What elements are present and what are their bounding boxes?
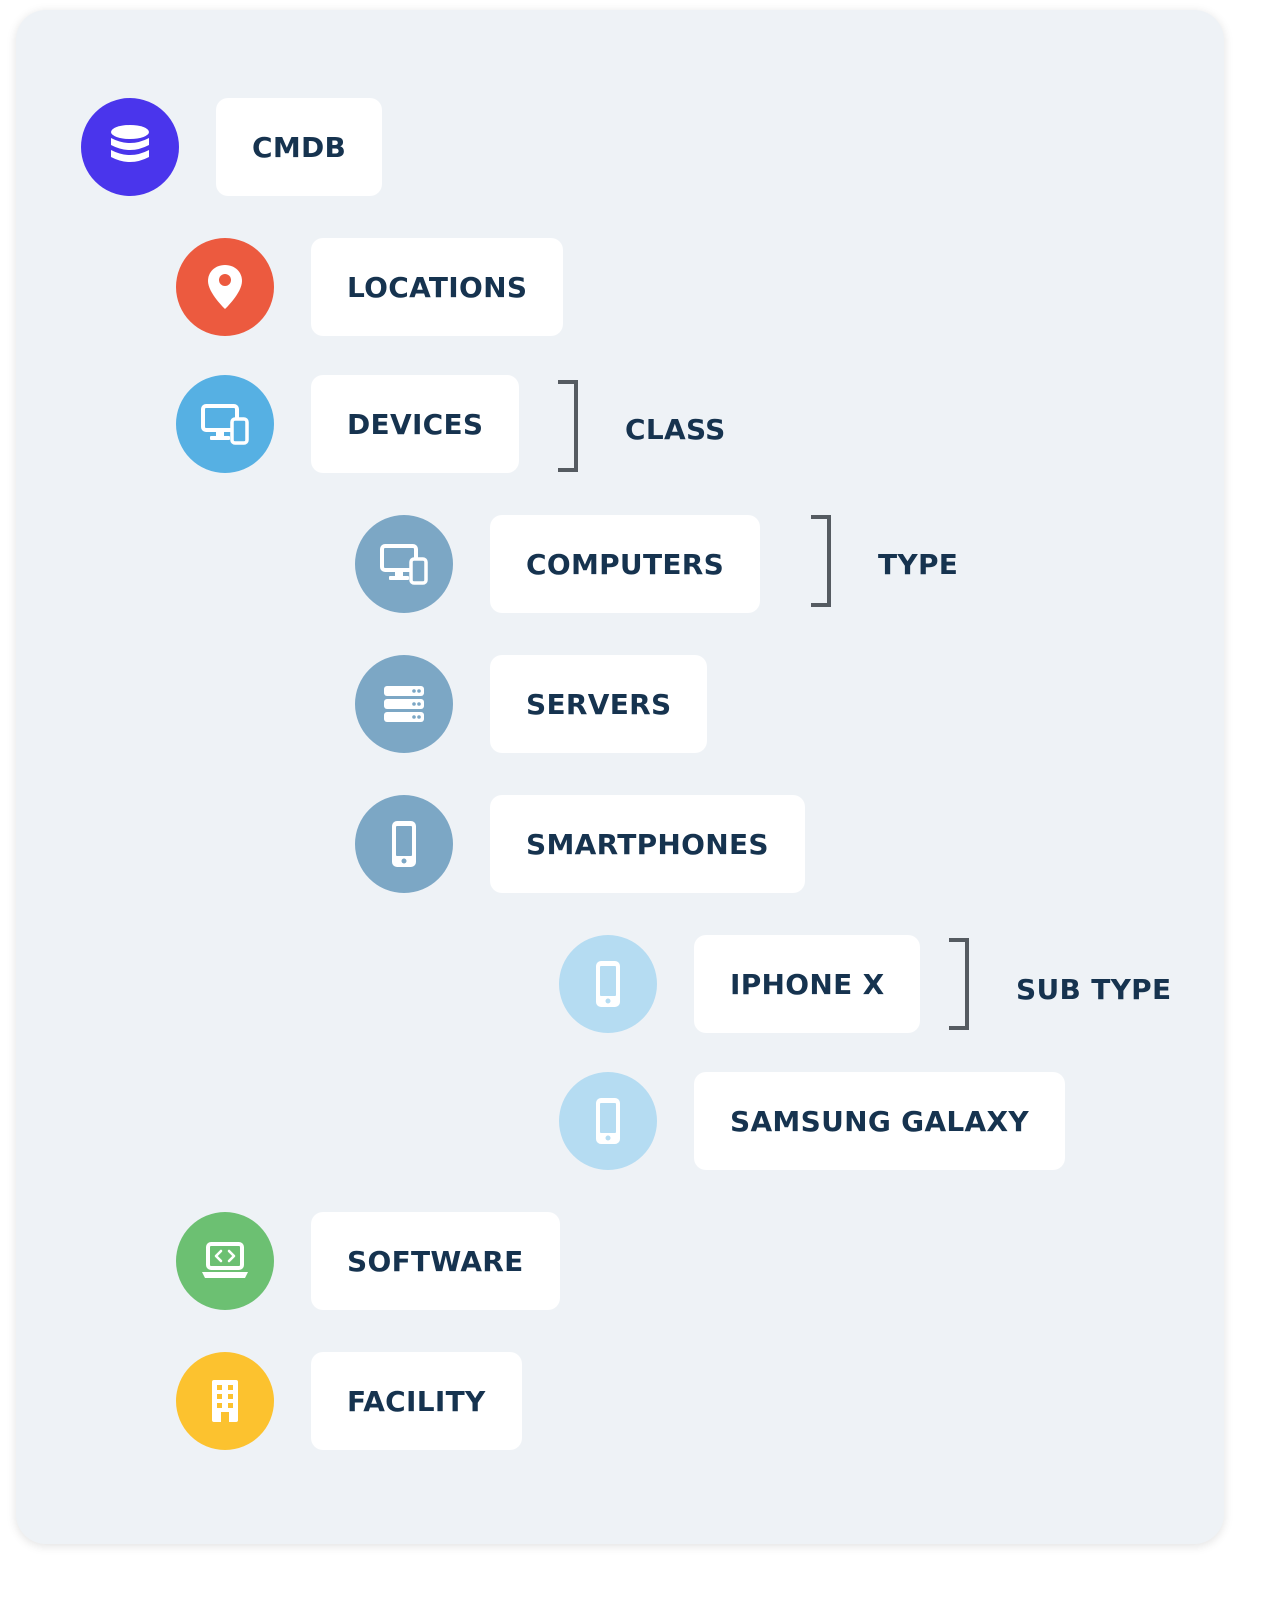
smartphone-icon [355, 795, 453, 893]
computers-label: COMPUTERS [490, 515, 761, 613]
facility-label: FACILITY [311, 1352, 522, 1450]
database-icon [81, 98, 179, 196]
sub-type-level-label: SUB TYPE [1016, 973, 1172, 1006]
servers-label: SERVERS [490, 655, 708, 753]
server-icon [355, 655, 453, 753]
smartphone-icon [559, 1072, 657, 1170]
smartphone-icon [559, 935, 657, 1033]
locations-label: LOCATIONS [311, 238, 564, 336]
hierarchy-diagram: CMDB LOCATIONS DEVICES CLASS COMPUTERS T… [16, 10, 1224, 1544]
software-label: SOFTWARE [311, 1212, 560, 1310]
laptop-code-icon [176, 1212, 274, 1310]
sub-type-bracket [949, 938, 969, 1030]
iphone-x-label: IPHONE X [694, 935, 921, 1033]
cmdb-label: CMDB [216, 98, 383, 196]
class-bracket [558, 380, 578, 472]
class-level-label: CLASS [625, 413, 726, 446]
smartphones-label: SMARTPHONES [490, 795, 805, 893]
devices-label: DEVICES [311, 375, 520, 473]
devices-icon [355, 515, 453, 613]
devices-icon [176, 375, 274, 473]
type-bracket [811, 515, 831, 607]
type-level-label: TYPE [878, 548, 959, 581]
map-pin-icon [176, 238, 274, 336]
samsung-galaxy-label: SAMSUNG GALAXY [694, 1072, 1065, 1170]
building-icon [176, 1352, 274, 1450]
